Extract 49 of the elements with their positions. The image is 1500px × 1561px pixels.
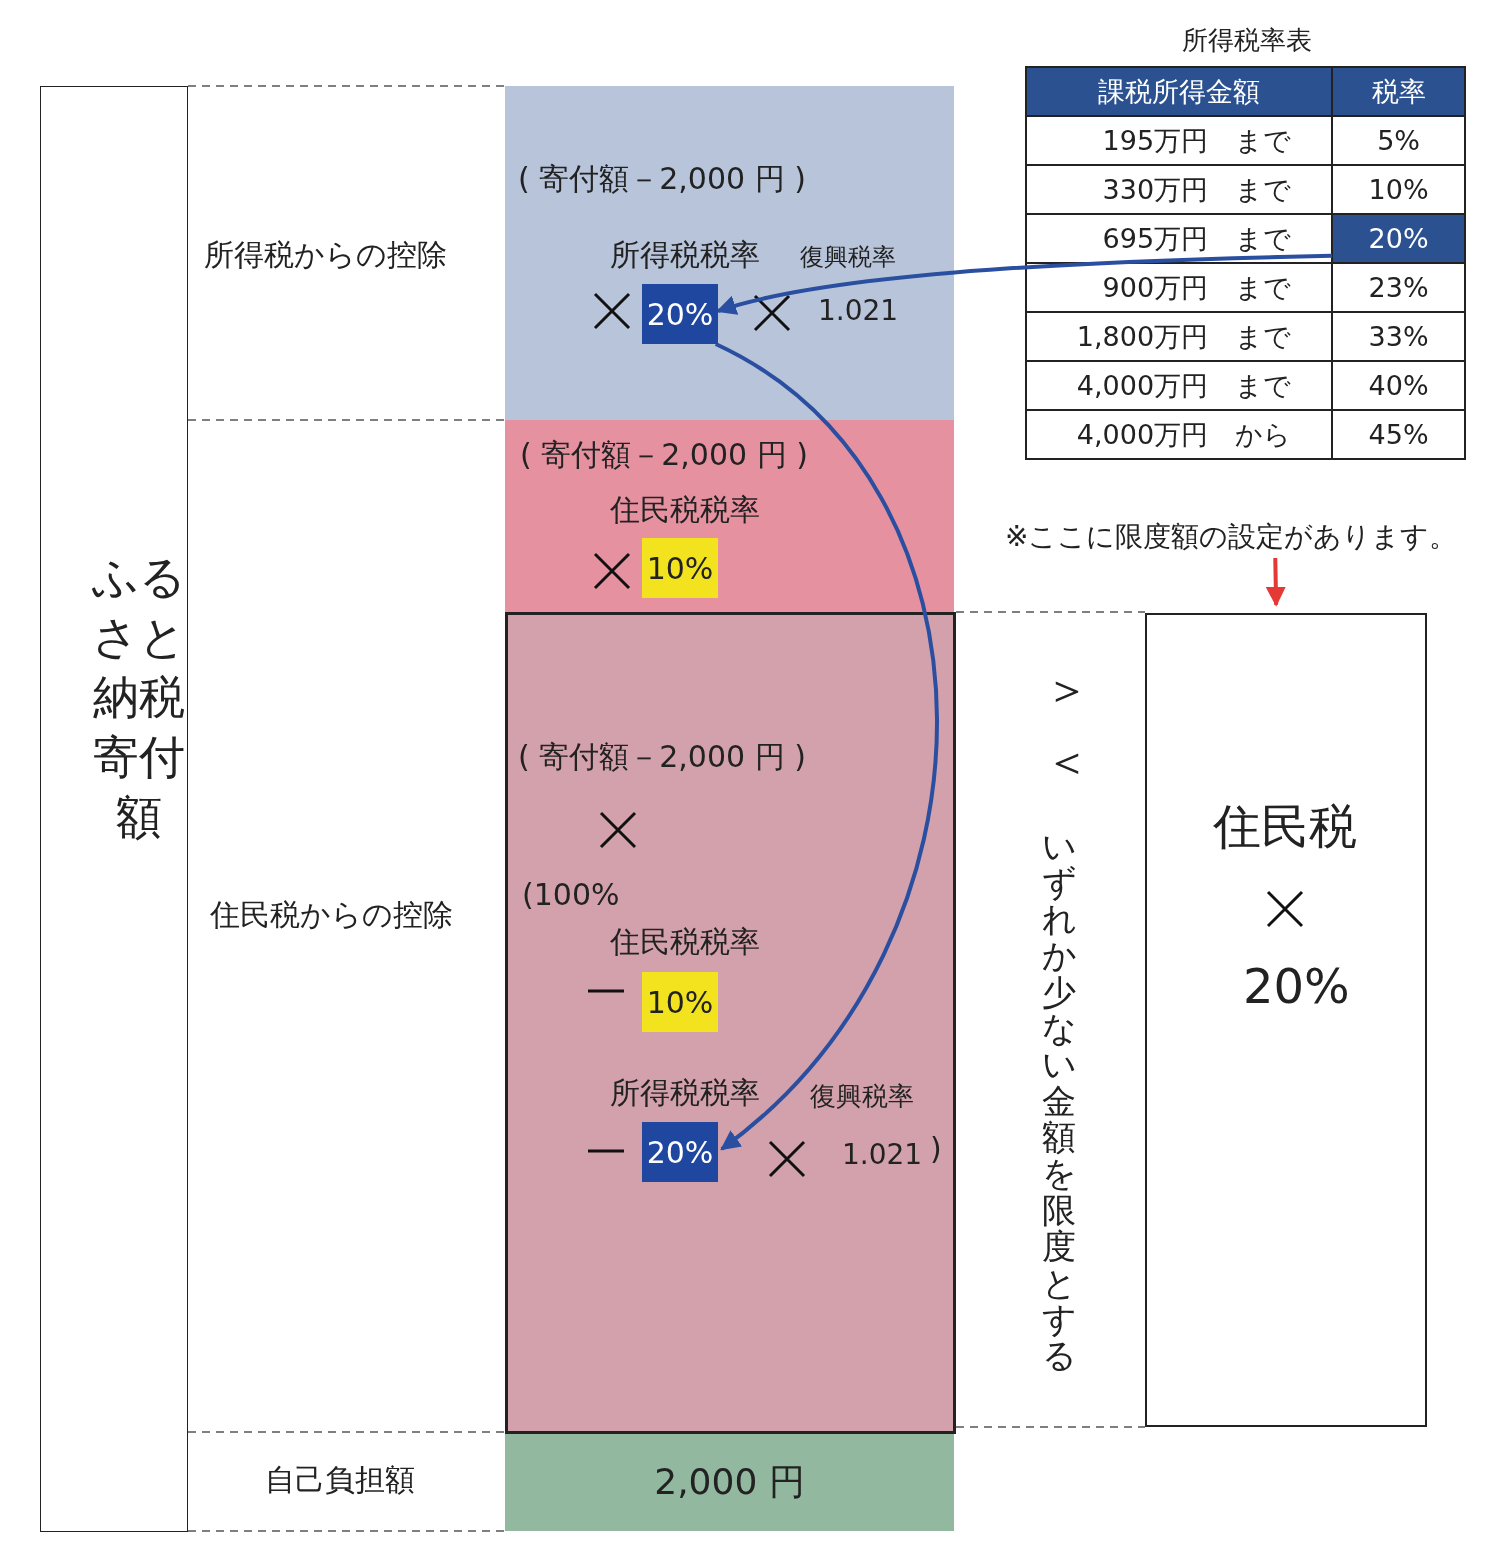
rate-label: 所得税税率 xyxy=(610,238,760,271)
table-cell: 695万円 まで xyxy=(1026,214,1333,263)
multiplier-value: 1.021 xyxy=(818,296,899,327)
table-cell: 33% xyxy=(1332,312,1465,361)
rate-badge: 10% xyxy=(642,972,718,1032)
rate-value: 20% xyxy=(1243,960,1350,1013)
tax-label: 住民税 xyxy=(1213,800,1357,853)
table-cell: 195万円 まで xyxy=(1026,116,1333,165)
header-cell: 課税所得金額 xyxy=(1026,67,1333,116)
formula-text: (100% xyxy=(522,878,620,911)
bracket-text: ) xyxy=(930,1132,942,1165)
rate-label: 復興税率 xyxy=(810,1082,914,1111)
self-pay-band: 2,000 円 xyxy=(505,1434,954,1531)
arrow xyxy=(716,253,1333,316)
resident-tax-band xyxy=(505,420,954,612)
rate-badge: 20% xyxy=(642,1122,718,1182)
table-cell: 4,000万円 から xyxy=(1026,410,1333,459)
rate-label: 住民税税率 xyxy=(610,493,760,526)
limit-box xyxy=(1145,613,1427,1427)
table-title: 所得税率表 xyxy=(1182,26,1312,55)
table-cell: 1,800万円 まで xyxy=(1026,312,1333,361)
table-cell: 45% xyxy=(1332,410,1465,459)
highlighted-rate-cell: 20% xyxy=(1332,214,1465,263)
rate-badge: 10% xyxy=(642,538,718,598)
rate-label: 住民税税率 xyxy=(610,925,760,958)
rate-label: 復興税率 xyxy=(800,244,896,271)
section-label: 自己負担額 xyxy=(265,1463,415,1496)
comparison-sign: ＞ xyxy=(1044,664,1090,715)
multiplier-value: 1.021 xyxy=(842,1140,923,1171)
table-cell: 330万円 まで xyxy=(1026,165,1333,214)
comparison-sign: ＜ xyxy=(1044,736,1090,787)
rate-label: 所得税税率 xyxy=(610,1076,760,1109)
table-cell: 5% xyxy=(1332,116,1465,165)
table-cell: 40% xyxy=(1332,361,1465,410)
vertical-note: いずれか少ない金額を限度とする xyxy=(1042,828,1076,1374)
income-tax-band xyxy=(505,86,954,420)
formula-text: ( 寄付額－2,000 円 ) xyxy=(518,162,806,195)
arrow xyxy=(714,342,939,1151)
table-cell: 900万円 まで xyxy=(1026,263,1333,312)
rate-badge: 20% xyxy=(642,284,718,344)
formula-text: ( 寄付額－2,000 円 ) xyxy=(518,740,806,773)
special-deduction-box xyxy=(505,612,956,1434)
formula-text: ( 寄付額－2,000 円 ) xyxy=(520,438,808,471)
table-cell: 23% xyxy=(1332,263,1465,312)
arrow xyxy=(1265,557,1286,607)
header-cell: 税率 xyxy=(1332,67,1465,116)
note-text: ※ここに限度額の設定があります。 xyxy=(1005,518,1500,558)
vertical-label-box: ふるさと納税寄付額 xyxy=(40,86,188,1532)
table-cell: 4,000万円 まで xyxy=(1026,361,1333,410)
